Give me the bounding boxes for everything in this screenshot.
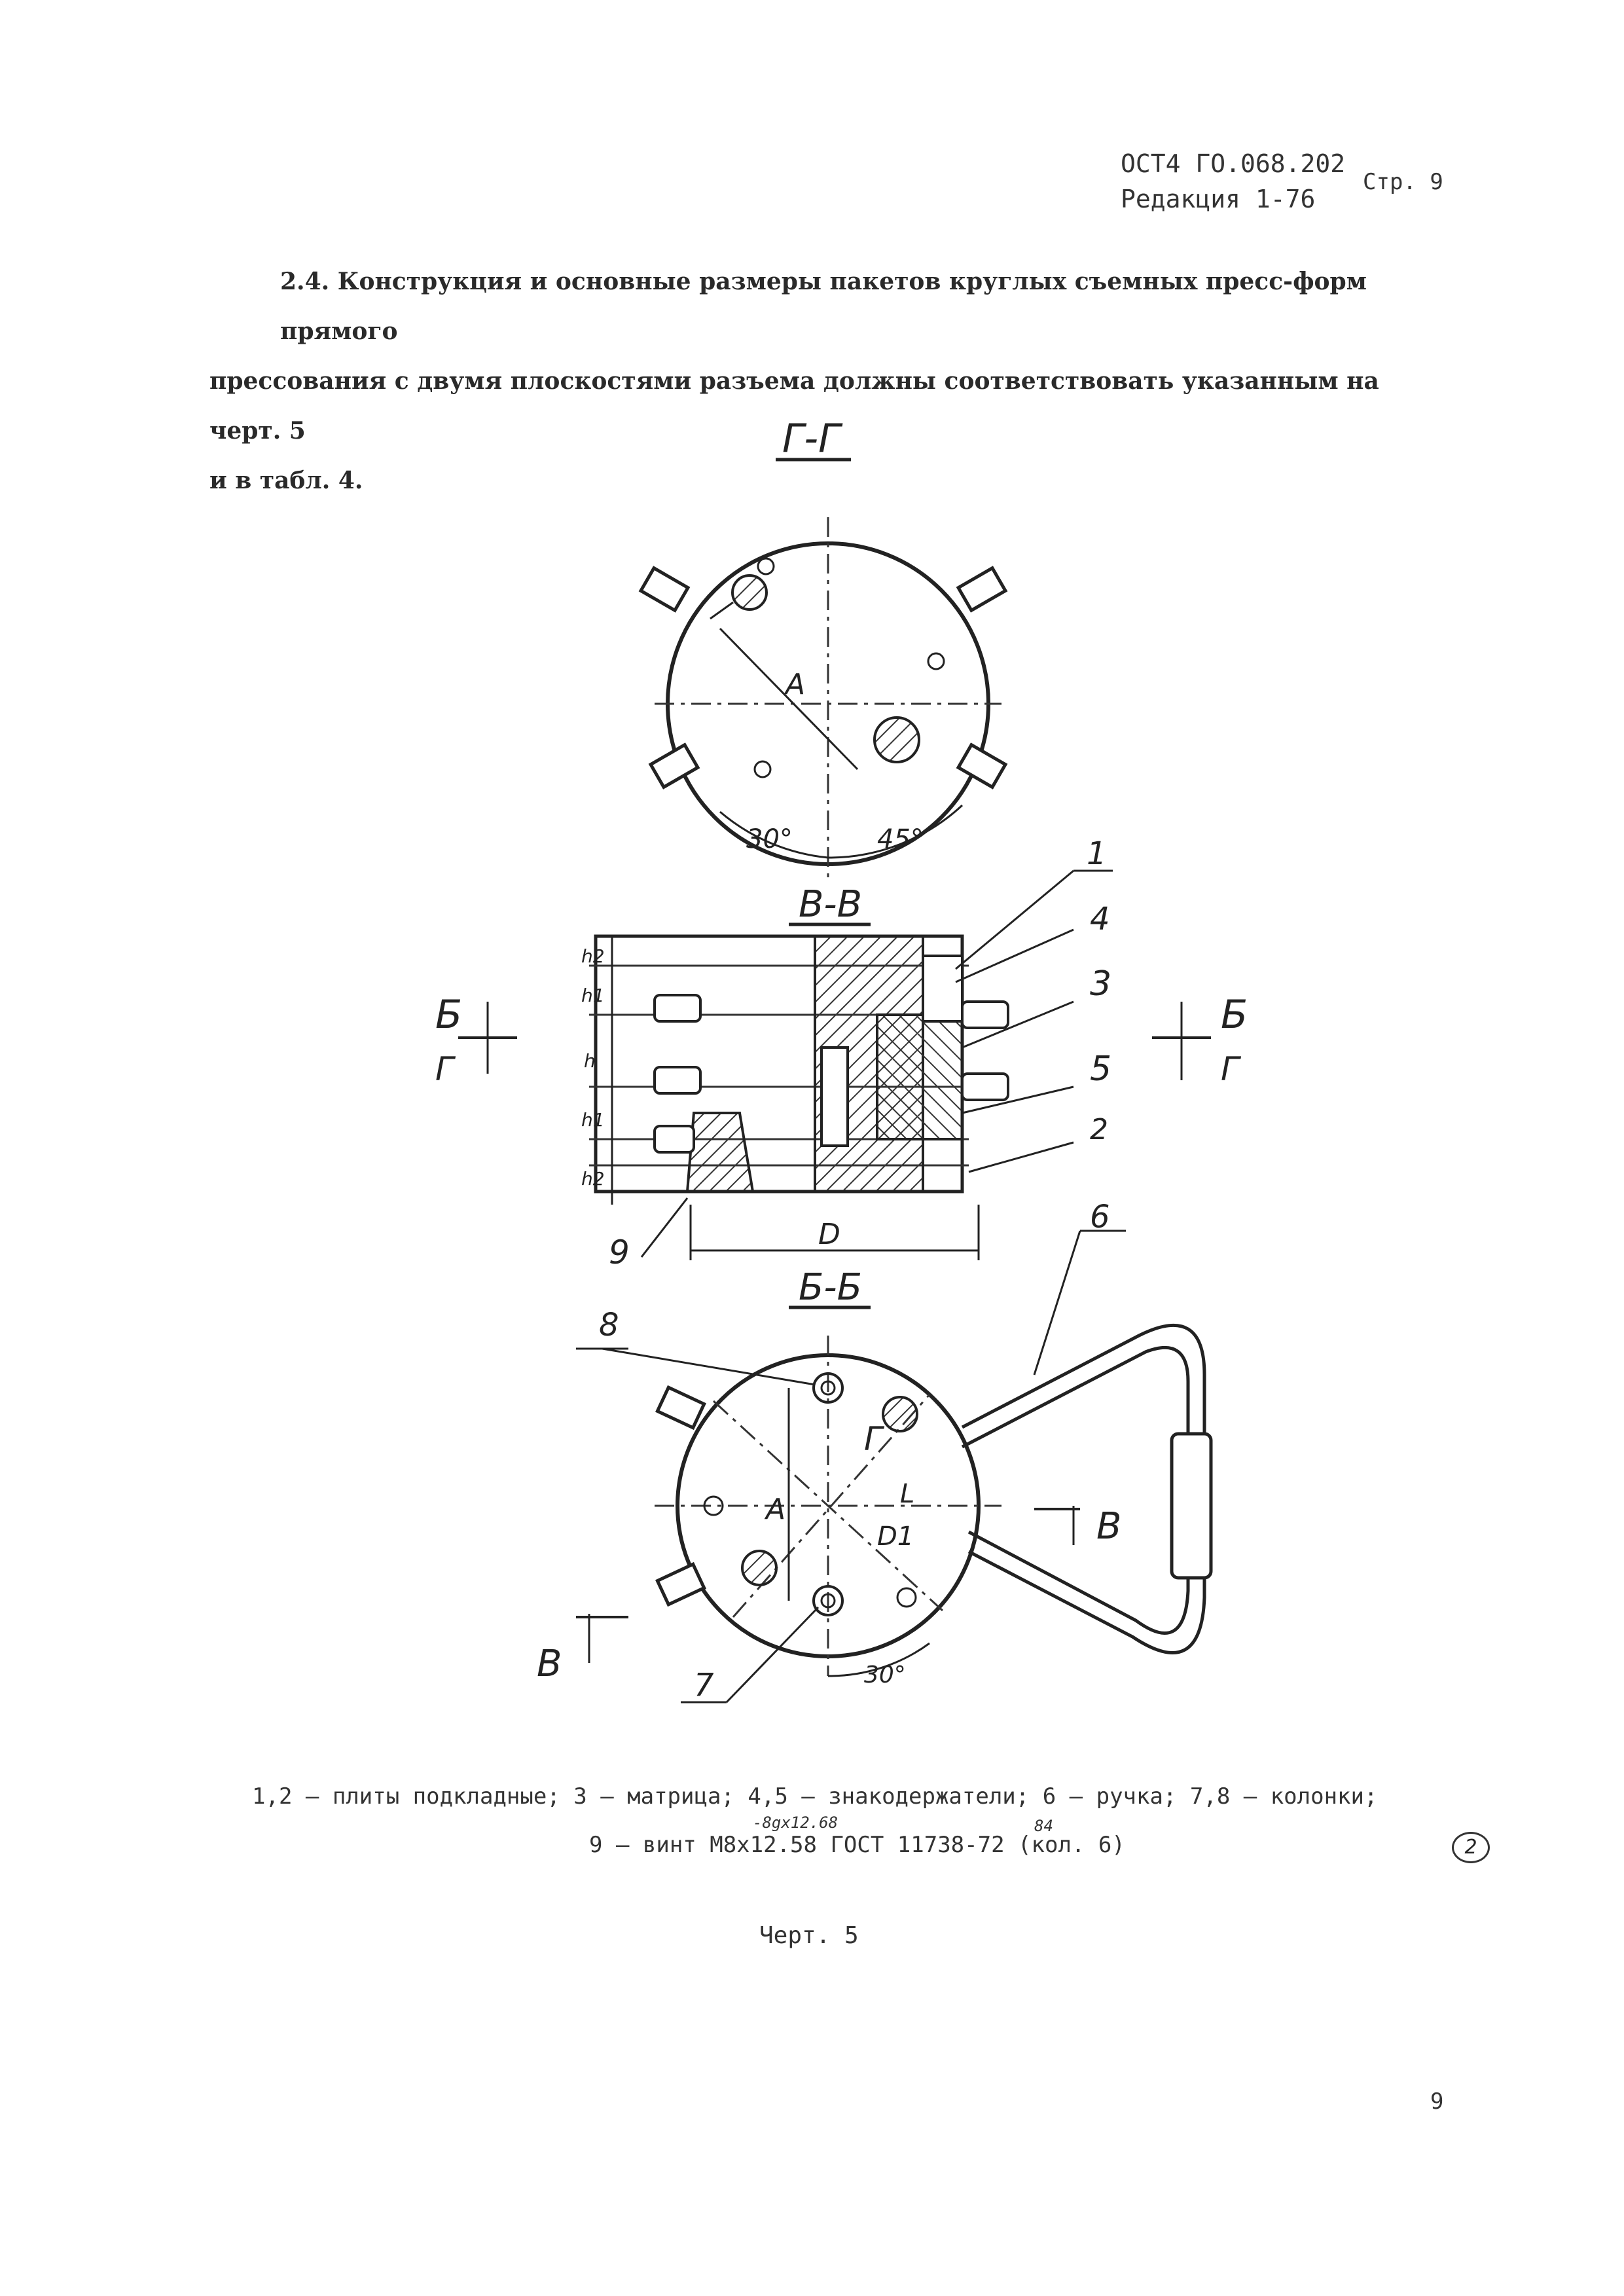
legend-correction: -8gх12.68	[753, 1813, 839, 1832]
section-b-right: Б	[1221, 992, 1248, 1038]
angle-45-label: 45°	[877, 824, 924, 854]
part-number-4: 4	[1090, 901, 1110, 938]
part-number-3: 3	[1090, 964, 1111, 1004]
view-vv-title: В-В	[799, 883, 862, 926]
part-number-2: 2	[1090, 1113, 1108, 1146]
section-b-left: Б	[435, 992, 462, 1038]
angle-30-label: 30°	[746, 824, 793, 854]
paragraph-line: прессования с двумя плоскостями разъема …	[209, 367, 1379, 445]
dim-h1-label: h1	[581, 1109, 605, 1131]
dim-l-label: L	[900, 1479, 914, 1509]
section-v-right: В	[1096, 1505, 1121, 1548]
legend-line-1: 1,2 – плиты подкладные; 3 – матрица; 4,5…	[252, 1783, 1378, 1810]
dim-a-label: А	[784, 668, 805, 701]
dim-d1-label: D1	[877, 1522, 914, 1552]
dim-h-label: h	[584, 1050, 596, 1072]
handle	[961, 1323, 1213, 1654]
page-label: Стр. 9	[1363, 169, 1443, 195]
dim-h2-label: h2	[581, 1168, 605, 1190]
paragraph-line: 2.4. Конструкция и основные размеры паке…	[280, 268, 1367, 345]
dim-d-label: D	[818, 1218, 840, 1251]
part-number-8: 8	[599, 1307, 619, 1343]
figure-caption: Черт. 5	[759, 1922, 859, 1949]
section-g-right: Г	[1221, 1050, 1242, 1088]
edition-label: Редакция 1-76	[1121, 185, 1316, 213]
part-number-6: 6	[1090, 1199, 1110, 1235]
section-v-left: В	[537, 1643, 562, 1685]
section-g-left: Г	[435, 1050, 456, 1088]
part-number-9: 9	[609, 1233, 630, 1271]
legend-line-2: 9 – винт М8х12.58 ГОСТ 11738-72 (кол. 6)	[589, 1832, 1125, 1858]
view-bb-title: Б-Б	[799, 1266, 862, 1309]
part-number-1: 1	[1087, 835, 1107, 872]
view-gg-title: Г-Г	[782, 416, 843, 462]
part-number-7: 7	[694, 1667, 714, 1704]
part-number-5: 5	[1090, 1049, 1111, 1089]
dim-h1-label: h1	[581, 985, 605, 1006]
section-g-label: Г	[864, 1420, 885, 1458]
revision-mark: 2	[1452, 1832, 1490, 1863]
dim-a-label: А	[764, 1493, 785, 1526]
section-paragraph: 2.4. Конструкция и основные размеры паке…	[209, 257, 1440, 505]
legend-correction-year: 84	[1034, 1817, 1053, 1835]
paragraph-line: и в табл. 4.	[209, 467, 363, 494]
view-gg: Г-Г А 30° 45°	[638, 416, 1008, 884]
document-code: ОСТ4 ГО.068.202	[1121, 149, 1346, 178]
technical-drawing: Г-Г А 30° 45° В-В	[435, 416, 1248, 1704]
page-number: 9	[1430, 2088, 1444, 2115]
dim-h2-label: h2	[581, 945, 605, 967]
view-bb: Б-Б А D1 L Г 30°	[537, 1199, 1213, 1704]
angle-30-label: 30°	[864, 1662, 906, 1688]
revision-mark-text: 2	[1464, 1836, 1477, 1859]
view-vv: В-В h2 h1 h h1 h2	[435, 835, 1248, 1271]
